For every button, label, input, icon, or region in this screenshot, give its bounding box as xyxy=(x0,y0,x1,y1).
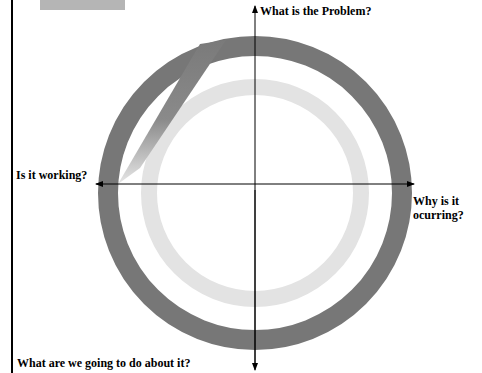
connecting-band xyxy=(118,40,226,184)
axis-label: Why is it ocurring? xyxy=(412,194,480,222)
axis-label: Is it working? xyxy=(15,168,88,182)
axis-left xyxy=(96,184,255,185)
thumbnail xyxy=(40,0,125,10)
axis-right xyxy=(255,184,414,185)
axis-label: What are we going to do about it? xyxy=(16,356,191,370)
axis-label: What is the Problem? xyxy=(259,4,372,18)
border-line xyxy=(11,0,13,373)
axis-down xyxy=(255,190,256,370)
